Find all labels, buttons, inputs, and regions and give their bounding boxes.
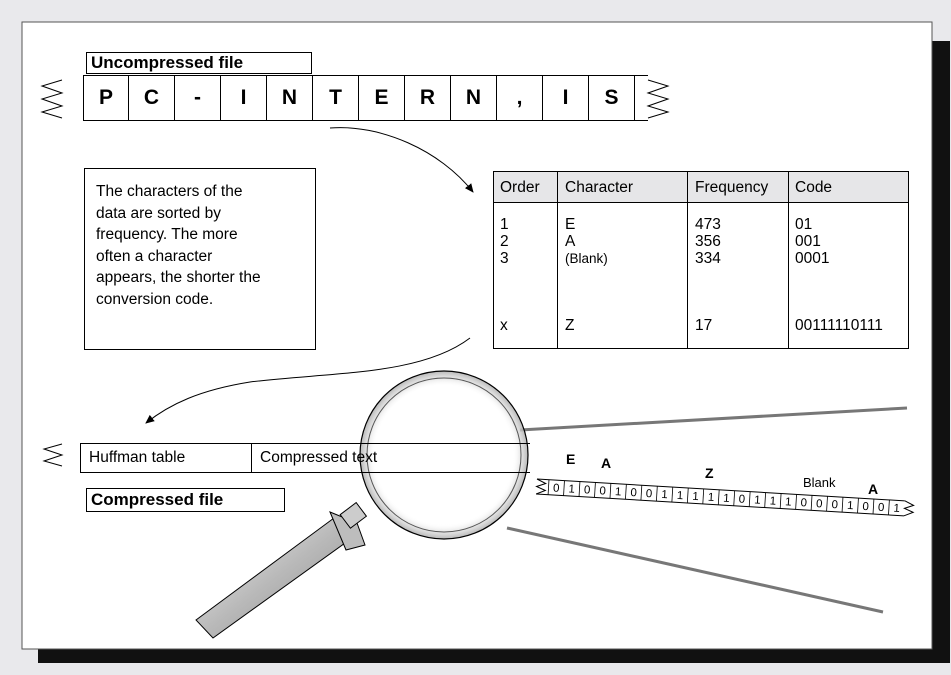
bit-cell: 1 [847,500,854,512]
bit-cell: 0 [630,487,637,499]
bit-cell: 0 [862,501,869,513]
uncompressed-file-label: Uncompressed file [86,52,312,74]
column-divider [788,172,789,348]
huffman-table-segment: Huffman table [80,444,252,472]
char-cell: N [267,76,313,120]
bit-cell: 0 [553,482,560,494]
bit-cell: 1 [568,483,575,495]
cell-frequency: 17 [695,318,712,334]
uncompressed-character-strip: P C - I N T E R N , I S [83,75,648,121]
explanation-line: frequency. The more [96,224,305,246]
char-cell: S [589,76,635,120]
bit-label-a2: A [868,481,878,497]
bit-label-z: Z [705,465,714,481]
bit-cell: 0 [816,498,823,510]
cell-frequency: 473 [695,217,721,233]
char-cell: T [313,76,359,120]
cell-frequency: 334 [695,251,721,267]
char-cell: I [543,76,589,120]
bit-label-a: A [601,455,611,471]
bit-cell: 1 [692,491,699,503]
bit-cell: 1 [661,489,668,501]
char-cell: - [175,76,221,120]
bit-cell: 1 [785,496,792,508]
bit-cell: 1 [723,493,730,505]
bit-cell: 0 [738,494,745,506]
header-order: Order [500,180,540,196]
cell-code: 00111110111 [795,318,883,334]
explanation-line: appears, the shorter the [96,267,305,289]
bit-cell: 0 [800,497,807,509]
header-frequency: Frequency [695,180,768,196]
cell-code: 0001 [795,251,829,267]
explanation-line: The characters of the [96,181,305,203]
compressed-file-bar: Huffman table Compressed text [80,443,530,473]
explanation-box: The characters of the data are sorted by… [84,168,316,350]
bit-cell: 1 [769,495,776,507]
cell-character: Z [565,318,574,334]
compressed-text-segment: Compressed text [252,444,530,472]
cell-order: 2 [500,234,509,250]
cell-code: 001 [795,234,821,250]
frequency-table: Order Character Frequency Code 1 E 473 0… [493,171,909,349]
column-divider [687,172,688,348]
bit-cell: 0 [831,499,838,511]
cell-character: A [565,234,575,250]
header-code: Code [795,180,832,196]
cell-code: 01 [795,217,812,233]
bit-cell: 1 [676,490,683,502]
bit-cell: 0 [584,484,591,496]
column-divider [557,172,558,348]
char-cell: , [497,76,543,120]
header-character: Character [565,180,633,196]
char-cell: N [451,76,497,120]
char-cell: P [83,76,129,120]
cell-order: x [500,318,508,334]
bit-cell: 1 [707,492,714,504]
char-cell: C [129,76,175,120]
bit-label-blank: Blank [803,475,836,490]
bit-cell: 0 [645,488,652,500]
explanation-line: conversion code. [96,289,305,311]
cell-character: E [565,217,575,233]
bit-cell: 1 [893,503,900,515]
bit-cell: 1 [754,494,761,506]
cell-character: (Blank) [565,251,608,267]
explanation-line: data are sorted by [96,203,305,225]
char-cell: I [221,76,267,120]
bit-cell: 1 [615,486,622,498]
bit-label-e: E [566,451,575,467]
cell-order: 3 [500,251,509,267]
explanation-line: often a character [96,246,305,268]
bit-cell: 0 [878,502,885,514]
compressed-file-label: Compressed file [86,488,285,512]
char-cell: R [405,76,451,120]
cell-frequency: 356 [695,234,721,250]
bit-cell: 0 [599,485,606,497]
cell-order: 1 [500,217,509,233]
char-cell: E [359,76,405,120]
